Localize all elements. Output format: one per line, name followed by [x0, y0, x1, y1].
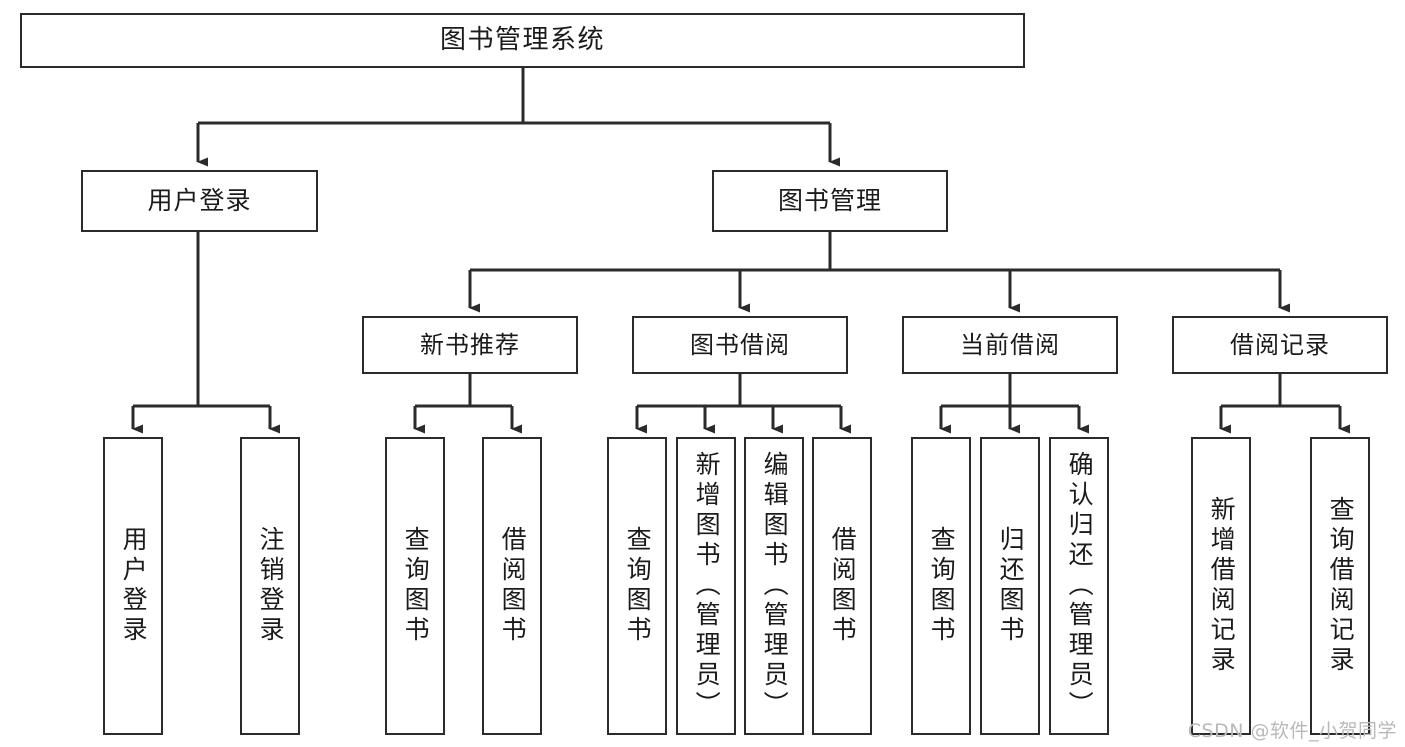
node-book-manage-label: 图书管理	[777, 186, 882, 216]
node-leaf-confirm-return-label: 确认归还（管理员）	[1065, 451, 1095, 721]
csdn-watermark: CSDN @软件_小贺同学	[1187, 720, 1397, 742]
node-leaf-add-book-label: 新增图书（管理员）	[692, 451, 722, 721]
node-leaf-confirm-return[interactable]: 确认归还（管理员）	[1049, 437, 1109, 735]
node-leaf-query-book-3-label: 查询图书	[927, 526, 957, 646]
node-leaf-return-book[interactable]: 归还图书	[980, 437, 1040, 735]
node-book-borrow[interactable]: 图书借阅	[632, 316, 848, 374]
node-leaf-query-record-label: 查询借阅记录	[1326, 496, 1356, 676]
node-borrow-record-label: 借阅记录	[1230, 330, 1330, 359]
node-leaf-user-logout[interactable]: 注销登录	[240, 437, 300, 735]
node-leaf-add-book[interactable]: 新增图书（管理员）	[676, 437, 736, 735]
node-root-label: 图书管理系统	[439, 25, 605, 56]
node-leaf-query-book-1[interactable]: 查询图书	[385, 437, 445, 735]
node-leaf-user-login[interactable]: 用户登录	[103, 437, 163, 735]
node-leaf-add-record[interactable]: 新增借阅记录	[1191, 437, 1251, 735]
node-leaf-borrow-book-2-label: 借阅图书	[828, 526, 858, 646]
node-user-login[interactable]: 用户登录	[81, 170, 318, 232]
node-leaf-query-book-2-label: 查询图书	[623, 526, 653, 646]
node-leaf-add-record-label: 新增借阅记录	[1207, 496, 1237, 676]
node-user-login-label: 用户登录	[147, 186, 252, 216]
node-leaf-query-book-1-label: 查询图书	[401, 526, 431, 646]
node-leaf-borrow-book-1-label: 借阅图书	[498, 526, 528, 646]
node-new-book-recommend-label: 新书推荐	[420, 330, 520, 359]
node-book-borrow-label: 图书借阅	[690, 330, 790, 359]
node-borrow-record[interactable]: 借阅记录	[1172, 316, 1388, 374]
node-current-borrow-label: 当前借阅	[960, 330, 1060, 359]
node-leaf-query-book-3[interactable]: 查询图书	[911, 437, 971, 735]
node-new-book-recommend[interactable]: 新书推荐	[362, 316, 578, 374]
node-leaf-query-book-2[interactable]: 查询图书	[607, 437, 667, 735]
node-leaf-edit-book-label: 编辑图书（管理员）	[760, 451, 790, 721]
node-leaf-return-book-label: 归还图书	[996, 526, 1026, 646]
node-leaf-user-login-label: 用户登录	[119, 526, 149, 646]
node-leaf-borrow-book-2[interactable]: 借阅图书	[812, 437, 872, 735]
node-current-borrow[interactable]: 当前借阅	[902, 316, 1118, 374]
node-leaf-user-logout-label: 注销登录	[256, 526, 286, 646]
node-leaf-borrow-book-1[interactable]: 借阅图书	[482, 437, 542, 735]
node-book-manage[interactable]: 图书管理	[712, 170, 948, 232]
node-root[interactable]: 图书管理系统	[20, 13, 1025, 68]
node-leaf-edit-book[interactable]: 编辑图书（管理员）	[744, 437, 804, 735]
node-leaf-query-record[interactable]: 查询借阅记录	[1310, 437, 1370, 735]
